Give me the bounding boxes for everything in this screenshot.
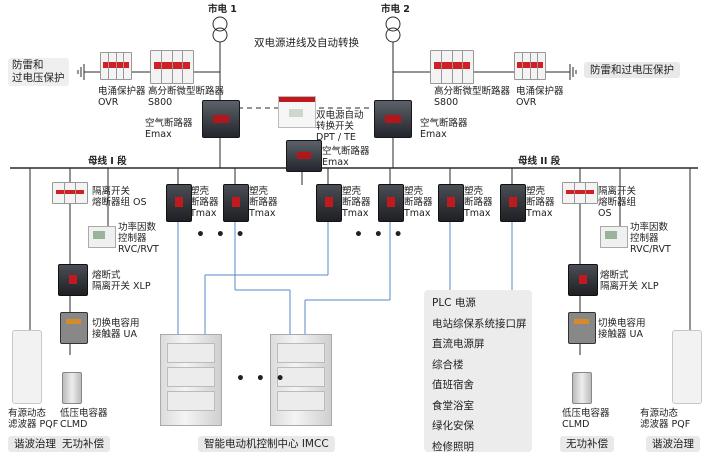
tmax-breaker — [500, 184, 526, 222]
right-ua-label: 切换电容用 接触器 UA — [598, 318, 646, 340]
load-list: PLC 电源 电站综保系统接口屏 直流电源屏 综合楼 值班宿舍 食堂浴室 绿化安… — [432, 293, 527, 457]
load-list-panel — [424, 290, 532, 452]
left-s800-label: 高分断微型断路器 S800 — [148, 86, 225, 108]
left-rvc-label: 功率因数 控制器 RVC/RVT — [118, 222, 159, 255]
left-rvc-device — [88, 226, 116, 248]
ellipsis-left: • • • — [196, 227, 248, 243]
right-pqf-label: 有源动态 滤波器 PQF — [640, 408, 691, 430]
left-clmd-label: 低压电容器 CLMD — [60, 408, 108, 430]
right-ua-device — [568, 312, 596, 344]
imcc-cabinet-1 — [160, 334, 222, 426]
left-ovr-device — [100, 52, 132, 80]
left-xlp-device — [58, 264, 88, 296]
left-ua-device — [60, 312, 88, 344]
right-ovr-label: 电涌保护器 OVR — [516, 86, 564, 108]
load-item: 检修照明 — [432, 440, 474, 453]
left-ua-label: 切换电容用 接触器 UA — [92, 318, 140, 340]
left-ovr-label: 电涌保护器 OVR — [98, 86, 146, 108]
transformer-1-coil-a — [212, 16, 228, 32]
left-xlp-label: 熔断式 隔离开关 XLP — [92, 270, 151, 292]
tmax-breaker — [438, 184, 464, 222]
right-clmd-device — [572, 372, 592, 404]
tie-emax-label: 空气断路器 Emax — [322, 146, 370, 168]
tmax-breaker — [378, 184, 404, 222]
imcc-label: 智能电动机控制中心 IMCC — [198, 436, 335, 452]
tmax-label: 塑壳 断路器 Tmax — [190, 186, 219, 219]
left-os-device — [52, 182, 88, 204]
imcc-cabinet-2 — [270, 334, 332, 426]
right-s800-device — [430, 50, 474, 84]
left-harmonic-label: 谐波治理 — [8, 436, 62, 452]
tmax-label: 塑壳 断路器 Tmax — [526, 186, 555, 219]
dual-source-title: 双电源进线及自动转换 — [254, 37, 359, 49]
right-os-label: 隔离开关 熔断器组 OS — [598, 186, 637, 219]
load-item: 电站综保系统接口屏 — [432, 317, 527, 330]
right-rvc-device — [600, 226, 628, 248]
right-harmonic-label: 谐波治理 — [646, 436, 700, 452]
tmax-breaker — [166, 184, 192, 222]
right-surge-protection-label: 防雷和过电压保护 — [584, 62, 680, 78]
load-item: 综合楼 — [432, 358, 464, 371]
right-ovr-device — [514, 52, 546, 80]
tie-emax-breaker — [286, 140, 322, 172]
right-reactive-label: 无功补偿 — [560, 436, 614, 452]
left-surge-protection-label: 防雷和 过电压保护 — [8, 58, 69, 86]
ellipsis-right: • • • — [354, 227, 406, 243]
right-xlp-label: 熔断式 隔离开关 XLP — [600, 270, 659, 292]
tmax-breaker — [223, 184, 249, 222]
right-xlp-device — [568, 264, 598, 296]
load-item: PLC 电源 — [432, 297, 476, 309]
load-item: 直流电源屏 — [432, 338, 485, 350]
left-s800-device — [150, 50, 194, 84]
ats-label: 双电源自动 转换开关 DPT / TE — [316, 110, 364, 143]
busbar-1-label: 母线 I 段 — [88, 156, 127, 167]
tmax-breaker — [316, 184, 342, 222]
transformer-1-coil-b — [212, 27, 228, 43]
imcc-ellipsis: • • • — [236, 371, 288, 387]
right-os-device — [562, 182, 598, 204]
utility-1-label: 市电 1 — [208, 4, 237, 15]
busbar-2-label: 母线 II 段 — [518, 156, 561, 167]
right-s800-label: 高分断微型断路器 S800 — [434, 86, 511, 108]
left-emax-breaker — [202, 100, 240, 138]
right-emax-breaker — [374, 100, 412, 138]
tmax-label: 塑壳 断路器 Tmax — [249, 186, 278, 219]
load-item: 食堂浴室 — [432, 399, 474, 412]
left-clmd-device — [62, 372, 82, 404]
transformer-2-coil-b — [385, 27, 401, 43]
tmax-label: 塑壳 断路器 Tmax — [464, 186, 493, 219]
left-reactive-label: 无功补偿 — [56, 436, 110, 452]
right-clmd-label: 低压电容器 CLMD — [562, 408, 610, 430]
tmax-label: 塑壳 断路器 Tmax — [342, 186, 371, 219]
right-pqf-cabinet — [672, 330, 702, 404]
load-item: 绿化安保 — [432, 420, 474, 432]
left-pqf-label: 有源动态 滤波器 PQF — [8, 408, 59, 430]
right-rvc-label: 功率因数 控制器 RVC/RVT — [630, 222, 671, 255]
right-emax-label: 空气断路器 Emax — [420, 118, 468, 140]
load-item: 值班宿舍 — [432, 379, 474, 391]
tmax-label: 塑壳 断路器 Tmax — [404, 186, 433, 219]
ats-device — [278, 96, 316, 128]
transformer-2-coil-a — [385, 16, 401, 32]
left-os-label: 隔离开关 熔断器组 OS — [92, 186, 147, 208]
utility-2-label: 市电 2 — [381, 4, 410, 15]
left-pqf-cabinet — [12, 330, 42, 404]
left-emax-label: 空气断路器 Emax — [145, 118, 193, 140]
